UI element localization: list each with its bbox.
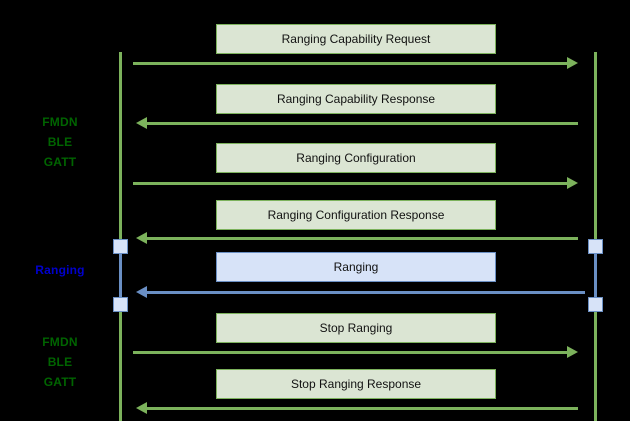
message-arrow-line-stop-ranging	[133, 351, 569, 354]
message-arrow-head-ranging-capability-response	[136, 117, 147, 129]
activation-left-start[interactable]	[113, 239, 128, 254]
message-box-ranging-capability-request[interactable]: Ranging Capability Request	[216, 24, 496, 54]
message-arrow-line-ranging-capability-response	[145, 122, 578, 125]
message-arrow-line-stop-ranging-response	[145, 407, 578, 410]
message-arrow-line-ranging-configuration-response	[145, 237, 578, 240]
message-label-stop-ranging-response: Stop Ranging Response	[290, 377, 422, 391]
message-label-ranging-configuration: Ranging Configuration	[296, 151, 416, 165]
message-box-ranging-configuration[interactable]: Ranging Configuration	[216, 143, 496, 173]
message-label-ranging-capability-request: Ranging Capability Request	[281, 32, 431, 46]
activation-bar-left	[119, 247, 122, 299]
message-arrow-head-stop-ranging	[567, 346, 578, 358]
message-label-ranging-configuration-response: Ranging Configuration Response	[267, 208, 445, 222]
message-arrow-head-ranging	[136, 286, 147, 298]
message-arrow-head-ranging-configuration-response	[136, 232, 147, 244]
message-arrow-line-ranging-capability-request	[133, 62, 569, 65]
phase-ranging: Ranging	[35, 263, 85, 277]
message-box-stop-ranging-response[interactable]: Stop Ranging Response	[216, 369, 496, 399]
message-box-ranging-configuration-response[interactable]: Ranging Configuration Response	[216, 200, 496, 230]
message-box-ranging-capability-response[interactable]: Ranging Capability Response	[216, 84, 496, 114]
phase-fmdn-ble-gatt-bottom: FMDN BLE GATT	[42, 335, 78, 389]
message-arrow-head-ranging-capability-request	[567, 57, 578, 69]
message-label-ranging-capability-response: Ranging Capability Response	[276, 92, 436, 106]
activation-bar-right	[594, 247, 597, 299]
message-arrow-line-ranging	[145, 291, 585, 294]
message-label-stop-ranging: Stop Ranging	[319, 321, 393, 335]
message-box-ranging[interactable]: Ranging	[216, 252, 496, 282]
message-label-ranging: Ranging	[333, 260, 379, 274]
lifeline-right	[594, 52, 597, 421]
phase-fmdn-ble-gatt-top: FMDN BLE GATT	[42, 115, 78, 169]
message-box-stop-ranging[interactable]: Stop Ranging	[216, 313, 496, 343]
message-arrow-head-ranging-configuration	[567, 177, 578, 189]
message-arrow-head-stop-ranging-response	[136, 402, 147, 414]
message-arrow-line-ranging-configuration	[133, 182, 569, 185]
activation-right-start[interactable]	[588, 239, 603, 254]
activation-left-end[interactable]	[113, 297, 128, 312]
activation-right-end[interactable]	[588, 297, 603, 312]
lifeline-left	[119, 52, 122, 421]
